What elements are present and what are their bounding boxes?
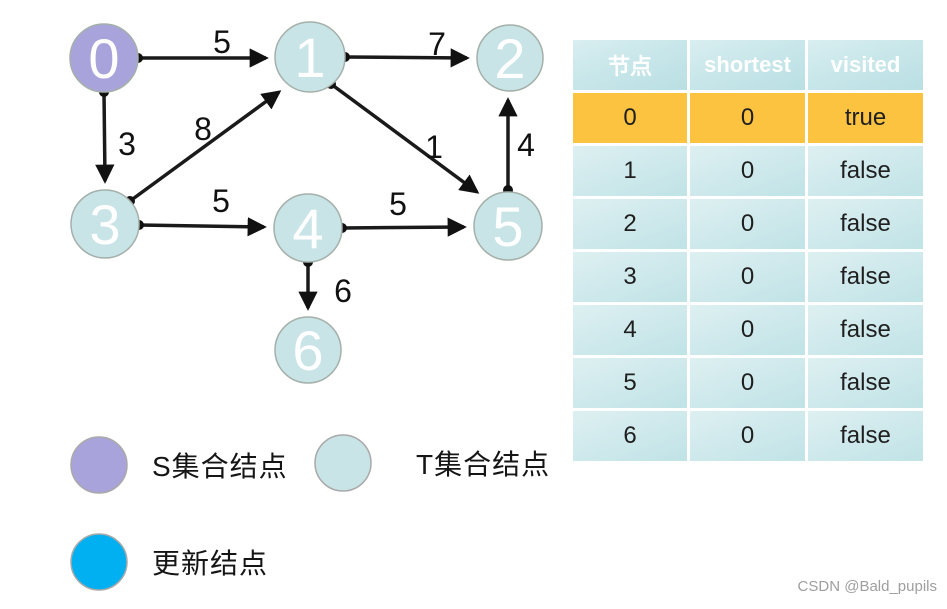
graph-node-1: 1 (274, 21, 346, 93)
s-set-node-icon (70, 436, 128, 494)
update-node-icon (70, 533, 128, 591)
graph-node-5: 5 (473, 191, 543, 261)
table-header-node: 节点 (573, 40, 687, 90)
edge-1-2 (340, 48, 470, 68)
legend-item-s-set: S集合结点 (70, 436, 288, 494)
cell-node-1: 1 (573, 146, 687, 196)
edge-5-2 (498, 97, 518, 195)
cell-shortest-4: 0 (690, 305, 805, 355)
node-3-label: 3 (89, 193, 120, 256)
legend-item-t-set: T集合结点 (314, 434, 550, 492)
edge-weight-4-5: 5 (389, 186, 407, 222)
cell-visited-2: false (808, 199, 923, 249)
graph-node-0: 0 (69, 23, 139, 93)
edge-3-1 (125, 90, 282, 206)
legend-label-t-set: T集合结点 (416, 449, 551, 480)
cell-shortest-0: 0 (690, 93, 805, 143)
edge-weight-0-3: 3 (118, 126, 136, 162)
edge-weight-1-5: 1 (425, 129, 443, 165)
edge-weight-3-1: 8 (194, 111, 212, 147)
edge-4-5 (337, 217, 467, 237)
cell-visited-1: false (808, 146, 923, 196)
node-5-label: 5 (492, 195, 523, 258)
edge-0-3 (95, 87, 115, 184)
cell-shortest-6: 0 (690, 411, 805, 461)
node-6-label: 6 (292, 319, 323, 382)
edge-0-1 (133, 48, 269, 68)
graph-node-2: 2 (476, 24, 544, 92)
cell-shortest-1: 0 (690, 146, 805, 196)
cell-shortest-3: 0 (690, 252, 805, 302)
edge-4-6 (298, 257, 318, 311)
cell-node-0: 0 (573, 93, 687, 143)
cell-node-2: 2 (573, 199, 687, 249)
cell-shortest-2: 0 (690, 199, 805, 249)
table-header-visited: visited (808, 40, 923, 90)
graph-node-3: 3 (70, 189, 140, 259)
cell-visited-3: false (808, 252, 923, 302)
cell-shortest-5: 0 (690, 358, 805, 408)
graph-node-4: 4 (273, 193, 343, 263)
cell-node-3: 3 (573, 252, 687, 302)
t-set-node-icon (314, 434, 372, 492)
cell-visited-4: false (808, 305, 923, 355)
edge-weight-1-2: 7 (428, 26, 446, 62)
edge-3-4 (134, 217, 267, 237)
legend-label-update: 更新结点 (152, 548, 269, 579)
edge-weight-3-4: 5 (212, 183, 230, 219)
edge-weight-0-1: 5 (213, 24, 231, 60)
legend-item-update: 更新结点 (70, 533, 268, 591)
node-0-label: 0 (88, 27, 119, 90)
cell-node-5: 5 (573, 358, 687, 408)
cell-visited-0: true (808, 93, 923, 143)
graph-node-6: 6 (274, 316, 342, 384)
cell-visited-5: false (808, 358, 923, 408)
watermark: CSDN @Bald_pupils (797, 578, 937, 595)
cell-visited-6: false (808, 411, 923, 461)
cell-node-4: 4 (573, 305, 687, 355)
edge-weight-5-2: 4 (517, 127, 535, 163)
dijkstra-state-table: 节点 shortest visited 0 0 true 1 0 false 2… (573, 40, 923, 461)
legend-label-s-set: S集合结点 (152, 451, 288, 482)
node-2-label: 2 (494, 27, 525, 90)
node-1-label: 1 (294, 26, 325, 89)
graph-diagram: 5 7 3 8 1 4 5 5 6 0 1 2 3 4 5 (69, 21, 544, 384)
edge-1-5 (326, 79, 480, 194)
table-header-shortest: shortest (690, 40, 805, 90)
edge-weight-4-6: 6 (334, 273, 352, 309)
cell-node-6: 6 (573, 411, 687, 461)
node-4-label: 4 (292, 197, 323, 260)
